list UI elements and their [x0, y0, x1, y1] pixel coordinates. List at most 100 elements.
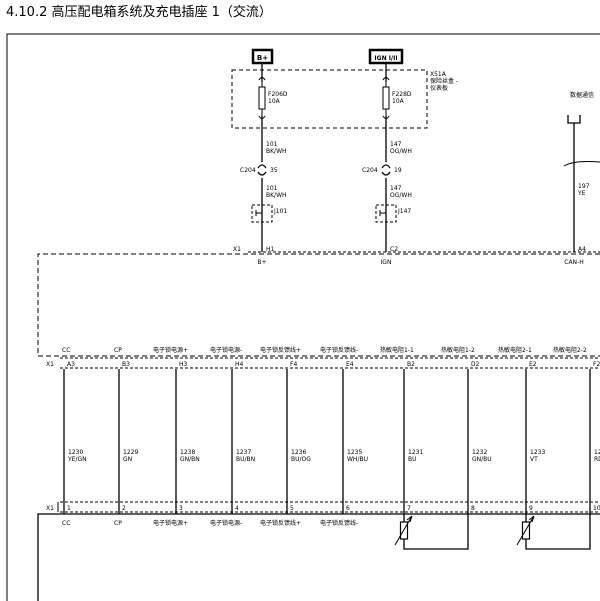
wire-147-num: 147 [390, 141, 402, 148]
socket-label-2: CP [114, 520, 122, 527]
socket-label-6: 电子锁反馈线- [320, 519, 358, 527]
circuit-label-6: 电子锁反馈线- [320, 346, 358, 354]
socket-pin-9: 9 [529, 505, 533, 512]
wire-color-9: VT [530, 456, 538, 463]
module-boundary [37, 253, 600, 357]
fuse-f206d-id: F206D [268, 91, 288, 98]
bplus-source-label: B+ [257, 54, 268, 62]
wire-101b-num: 101 [266, 185, 278, 192]
socket-frame [37, 513, 600, 601]
page-title: 4.10.2 高压配电箱系统及充电插座 1（交流） [6, 5, 272, 20]
connector-c204-b-icon [257, 164, 267, 176]
c204-b-pin: 35 [270, 167, 278, 174]
socket-label-1: CC [62, 520, 70, 527]
circuit-wires: A31230YE/GNB31229GNH31238GN/BNH41237BU/B… [63, 361, 600, 514]
circuit-label-7: 热敏电阻1-1 [380, 346, 414, 354]
data-comm-label: 数据通信 [570, 91, 594, 99]
diagram-frame [6, 33, 600, 601]
circuit-label-9: 热敏电阻2-1 [498, 346, 532, 354]
socket-pin-1: 1 [67, 505, 71, 512]
wire-147b-color: OG/WH [390, 192, 412, 199]
splice-j147-label: J147 [397, 208, 411, 215]
x1-socket-label: X1 [46, 505, 54, 512]
socket-pin-4: 4 [235, 505, 239, 512]
wire-color-2: GN [123, 456, 132, 463]
module-pin-4: H4 [235, 361, 244, 368]
label-ign: IGN [381, 259, 392, 266]
splice-j147-box [375, 204, 397, 223]
label-can-h: CAN-H [564, 259, 583, 266]
wire-num-1: 1230 [68, 449, 83, 456]
fuse-f228d-id: F228D [392, 91, 412, 98]
wire-color-8: GN/BU [472, 456, 492, 463]
x1-module-label: X1 [46, 361, 54, 368]
pin-a4: A4 [578, 246, 586, 253]
wire-color-4: BU/BN [236, 456, 255, 463]
socket-pin-7: 7 [407, 505, 411, 512]
wire-color-7: BU [408, 456, 417, 463]
module-pin-6: E4 [346, 361, 354, 368]
wire-num-3: 1238 [180, 449, 195, 456]
pin-c2: C2 [390, 246, 398, 253]
module-pin-5: F4 [290, 361, 297, 368]
wire-num-8: 1232 [472, 449, 487, 456]
wire-197-num: 197 [578, 183, 590, 190]
wire-num-5: 1236 [291, 449, 306, 456]
x1-top-label: X1 [233, 246, 241, 253]
fuse-box-boundary [231, 69, 428, 129]
ign-source-label: IGN I/II [374, 55, 397, 62]
thermistor-2-loop [525, 514, 591, 550]
wire-color-5: BU/OG [291, 456, 311, 463]
wire-num-6: 1235 [347, 449, 362, 456]
wire-color-3: GN/BN [180, 456, 200, 463]
thermistor-2-arrow-icon [516, 515, 535, 546]
fuse-box-name-2: 仪表板 [430, 84, 448, 92]
circuit-label-5: 电子锁反馈线+ [260, 346, 301, 354]
c204-b-label: C204 [240, 167, 256, 174]
fuse-f228d-icon [382, 77, 390, 119]
thermistor-1-arrow-icon [394, 515, 413, 546]
label-bplus: B+ [257, 259, 266, 266]
circuit-label-4: 电子锁电源- [210, 346, 242, 354]
connector-c204-i-icon [381, 164, 391, 176]
wire-color-1: YE/GN [67, 456, 87, 463]
circuit-label-1: CC [62, 347, 70, 354]
data-comm-symbol [567, 115, 581, 131]
module-pin-9: E2 [529, 361, 537, 368]
wire-num-9: 1233 [530, 449, 545, 456]
socket-label-4: 电子锁电源- [210, 519, 242, 527]
socket-pin-3: 3 [179, 505, 183, 512]
module-pin-2: B3 [122, 361, 130, 368]
wire-color-6: WH/BU [347, 456, 368, 463]
circuit-label-8: 热敏电阻1-2 [441, 346, 475, 354]
splice-j101-box [251, 204, 273, 223]
wire-num-10: 1234 [594, 449, 600, 456]
fuse-f206d-icon [258, 77, 266, 119]
circuit-label-10: 热敏电阻2-2 [553, 346, 587, 354]
socket-label-5: 电子锁反馈线+ [260, 519, 301, 527]
socket-pin-10: 10 [593, 505, 600, 512]
wire-197-color: YE [577, 190, 586, 197]
module-pin-10: F2 [593, 361, 600, 368]
fuse-f206d-rating: 10A [268, 98, 281, 105]
socket-pin-2: 2 [122, 505, 126, 512]
fuse-box-name-1: 保险丝盒 - [430, 77, 458, 85]
wire-num-4: 1237 [236, 449, 251, 456]
socket-pin-8: 8 [471, 505, 475, 512]
socket-pin-6: 6 [346, 505, 350, 512]
splice-j101-icon [255, 210, 262, 216]
wire-101b-color: BK/WH [266, 192, 287, 199]
splice-j147-icon [379, 210, 386, 216]
wire-101-num: 101 [266, 141, 278, 148]
module-pin-7: B2 [407, 361, 415, 368]
fuse-box-id: X51A [430, 71, 447, 78]
thermistor-1-loop [403, 514, 469, 550]
wire-101-color: BK/WH [266, 148, 287, 155]
wire-color-10: RD/G [594, 456, 600, 463]
can-branch [563, 161, 600, 167]
module-pin-1: A3 [67, 361, 75, 368]
socket-label-3: 电子锁电源+ [153, 519, 188, 527]
